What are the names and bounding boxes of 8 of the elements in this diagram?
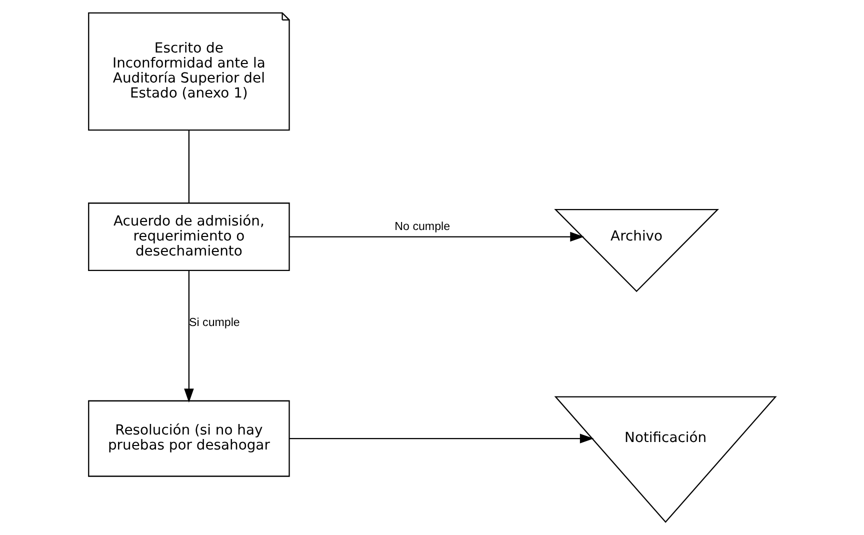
connector xyxy=(188,130,190,203)
node-box: Resolución (si no hay pruebas por desahogar xyxy=(88,400,290,477)
node-box: Acuerdo de admisión, requerimiento o desechamiento xyxy=(88,202,290,271)
arrow xyxy=(289,232,584,242)
edge-label: Si cumple xyxy=(189,317,240,330)
arrow xyxy=(184,270,194,403)
arrow xyxy=(290,434,594,444)
edge-label: No cumple xyxy=(394,220,450,233)
